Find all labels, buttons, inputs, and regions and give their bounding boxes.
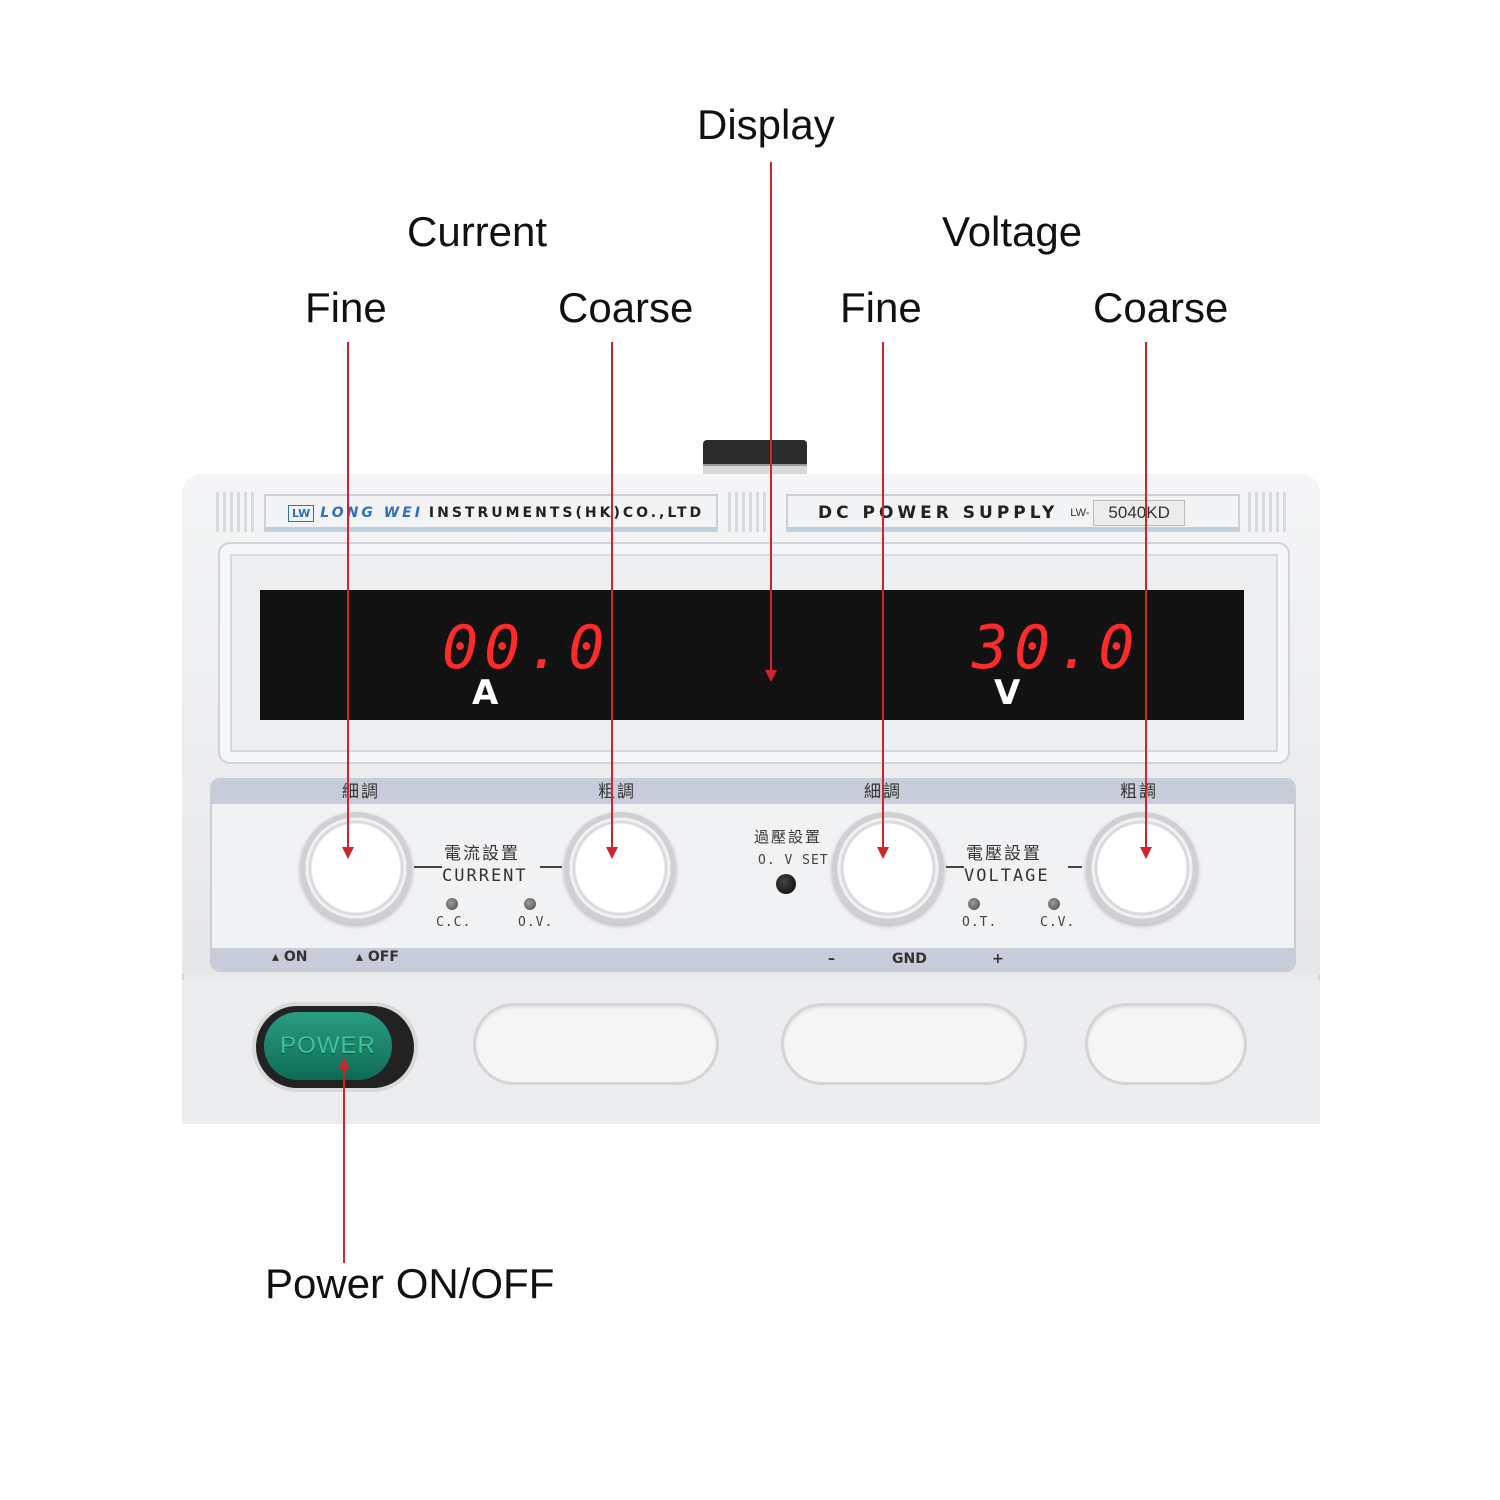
ovp-set-cjk: 過壓設置: [754, 828, 823, 846]
display-leader-line: [765, 162, 777, 682]
output-plus-label: +: [992, 951, 1004, 967]
current-fine-leader-line: [342, 342, 354, 859]
ot-indicator-led: [968, 898, 980, 910]
current-fine-callout: Fine: [305, 284, 387, 331]
carry-handle: [703, 440, 807, 474]
voltage-set-cjk: 電壓設置: [966, 844, 1042, 864]
brand-logo: LW: [288, 504, 315, 522]
ovp-adjust-screw[interactable]: [776, 874, 796, 894]
power-supply-chassis: LW LONG WEI INSTRUMENTS(HK)CO.,LTD DC PO…: [182, 474, 1320, 1124]
power-button-label: POWER: [280, 1032, 376, 1059]
vent-middle: [728, 492, 768, 532]
voltage-coarse-knob[interactable]: [1086, 812, 1198, 924]
off-marker: ▴ OFF: [356, 949, 399, 965]
cv-indicator-led: [1048, 898, 1060, 910]
power-callout: Power ON/OFF: [265, 1260, 555, 1307]
display-callout: Display: [697, 101, 835, 148]
current-coarse-callout: Coarse: [558, 284, 694, 331]
terminal-cover-right: [1088, 1006, 1244, 1082]
current-fine-cjk: 細調: [342, 782, 380, 802]
voltage-coarse-callout: Coarse: [1093, 284, 1229, 331]
product-name: DC POWER SUPPLY: [818, 503, 1059, 523]
power-leader-arrow: [338, 1058, 350, 1070]
voltage-coarse-cjk: 粗調: [1120, 782, 1158, 802]
voltage-readout: 30.0: [972, 613, 1141, 683]
terminal-cover-middle: [784, 1006, 1024, 1082]
ovp-set-label: O. V SET: [758, 853, 829, 868]
current-coarse-leader-line: [606, 342, 618, 859]
ov-indicator-led: [524, 898, 536, 910]
current-coarse-cjk: 粗調: [598, 782, 636, 802]
vent-right: [1248, 492, 1288, 532]
current-set-label: CURRENT: [442, 866, 528, 886]
voltage-coarse-leader-line: [1140, 342, 1152, 859]
voltage-fine-callout: Fine: [840, 284, 922, 331]
vent-left: [216, 492, 256, 532]
current-readout: 00.0: [442, 613, 611, 683]
cc-indicator-led: [446, 898, 458, 910]
cv-indicator-label: C.V.: [1040, 915, 1076, 930]
ot-indicator-label: O.T.: [962, 915, 998, 930]
power-button[interactable]: POWER: [264, 1012, 392, 1080]
voltage-callout: Voltage: [942, 208, 1083, 255]
maker-name: INSTRUMENTS(HK)CO.,LTD: [428, 505, 705, 521]
manufacturer-nameplate: LW LONG WEI INSTRUMENTS(HK)CO.,LTD: [264, 494, 718, 532]
terminal-cover-left: [476, 1006, 716, 1082]
current-callout: Current: [407, 208, 548, 255]
current-set-cjk: 電流設置: [444, 844, 520, 864]
ov-indicator-label: O.V.: [518, 915, 554, 930]
current-coarse-knob[interactable]: [564, 812, 676, 924]
front-panel-lower: POWER: [182, 980, 1320, 1124]
voltage-set-label: VOLTAGE: [964, 866, 1050, 886]
on-marker: ▴ ON: [272, 949, 308, 965]
control-panel: 細調 粗調 細調 粗調 電流設置 CURRENT C.C. O.V. 過壓設置 …: [210, 778, 1296, 972]
brand-name: LONG WEI: [320, 505, 423, 521]
product-nameplate: DC POWER SUPPLY LW- 5040KD: [786, 494, 1240, 532]
voltage-fine-knob[interactable]: [832, 812, 944, 924]
front-panel-upper: LW LONG WEI INSTRUMENTS(HK)CO.,LTD DC PO…: [182, 474, 1320, 974]
current-unit: A: [472, 673, 499, 713]
power-leader-line: [343, 1058, 345, 1263]
voltage-fine-leader-line: [877, 342, 889, 859]
current-fine-knob[interactable]: [300, 812, 412, 924]
power-switch-frame: POWER: [256, 1006, 414, 1088]
model-prefix: LW-: [1070, 507, 1090, 519]
model-number: 5040KD: [1093, 500, 1185, 526]
output-minus-label: –: [828, 951, 835, 967]
led-display: 00.0 A 30.0 V: [260, 590, 1244, 720]
output-gnd-label: GND: [892, 951, 927, 967]
voltage-unit: V: [994, 673, 1021, 713]
cc-indicator-label: C.C.: [436, 915, 472, 930]
